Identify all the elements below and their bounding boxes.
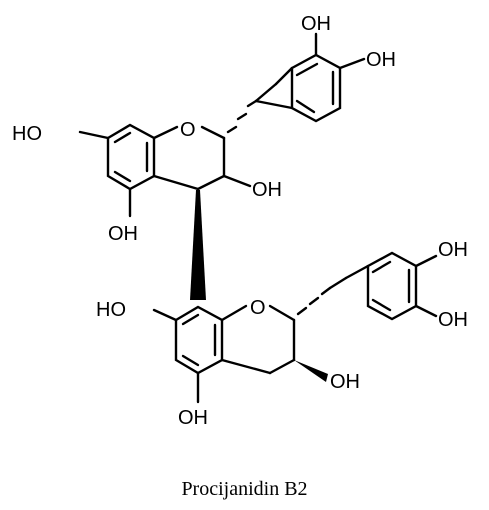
ring-o-top: O bbox=[180, 119, 196, 141]
compound-caption: Procijanidin B2 bbox=[181, 478, 308, 500]
ring-o-bottom: O bbox=[250, 297, 266, 319]
interflavan-wedge-bond bbox=[190, 190, 206, 300]
lower-c3-wedge-bond bbox=[294, 360, 328, 382]
oh-top-c3: OH bbox=[252, 179, 282, 201]
oh-bottom-catechol-upper: OH bbox=[438, 239, 468, 261]
ho-bottom-ring-a-left: HO bbox=[96, 299, 126, 321]
lower-ring-a bbox=[152, 305, 224, 404]
oh-bottom-c3: OH bbox=[330, 371, 360, 393]
procyanidin-b2-structure: OH OH HO O OH OH OH OH HO O OH OH bbox=[12, 13, 468, 429]
upper-ring-c bbox=[152, 66, 294, 191]
oh-top-catechol-right: OH bbox=[366, 49, 396, 71]
lower-ring-c bbox=[220, 264, 370, 375]
upper-catechol-ring bbox=[290, 32, 366, 123]
ho-top-ring-a-left: HO bbox=[12, 123, 42, 145]
lower-catechol-ring bbox=[366, 251, 438, 321]
oh-top-ring-a-bottom: OH bbox=[108, 223, 138, 245]
upper-ring-a bbox=[78, 123, 156, 218]
oh-bottom-catechol-lower: OH bbox=[438, 309, 468, 331]
oh-bottom-ring-a-bottom: OH bbox=[178, 407, 208, 429]
oh-top-catechol-upper: OH bbox=[301, 13, 331, 35]
